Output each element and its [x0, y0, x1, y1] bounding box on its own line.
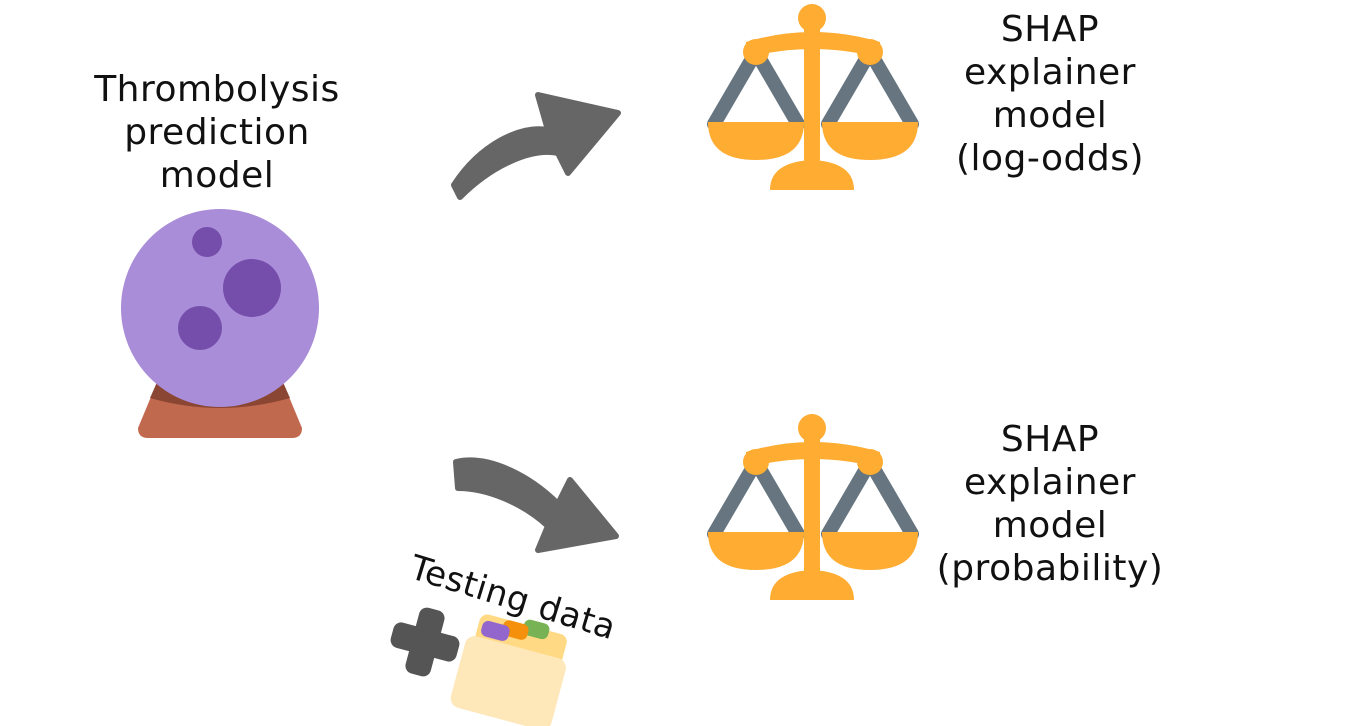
scales-icon: [707, 414, 919, 600]
arrow-to-probability-icon: [453, 457, 619, 553]
shap-logodds-label: SHAP explainer model (log-odds): [955, 9, 1145, 179]
shap-probability-label: SHAP explainer model (probability): [936, 419, 1164, 589]
plus-icon: [390, 607, 460, 677]
prediction-model-label: Thrombolysis prediction model: [94, 69, 340, 196]
crystal-ball-icon: [121, 209, 319, 438]
scales-icon: [707, 4, 919, 190]
arrow-to-logodds-icon: [451, 92, 621, 200]
file-folder-icon: [450, 614, 567, 726]
